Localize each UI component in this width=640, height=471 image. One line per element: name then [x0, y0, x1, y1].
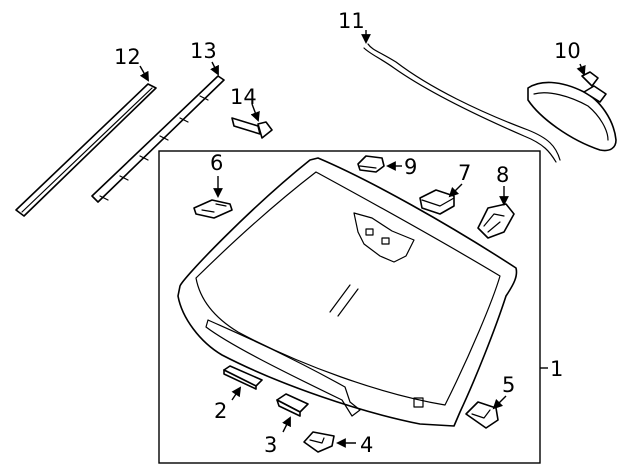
part-8-sensor-bracket — [477, 186, 515, 239]
assembly-frame — [158, 150, 541, 464]
part-9-cover — [357, 155, 402, 173]
part-2-sensor-pad — [223, 365, 263, 401]
callout-2: 2 — [214, 399, 227, 423]
callout-12: 12 — [114, 45, 141, 69]
part-12-side-molding — [15, 65, 157, 217]
callout-14: 14 — [230, 85, 257, 109]
callout-4: 4 — [360, 433, 373, 457]
part-13-molding-clips — [91, 61, 225, 203]
callout-3: 3 — [264, 433, 277, 457]
callout-5: 5 — [502, 373, 515, 397]
part-5-bracket — [465, 395, 507, 429]
part-11-upper-seal — [361, 30, 561, 163]
part-3-mirror-mount — [276, 393, 309, 433]
part-6-connector — [193, 176, 233, 219]
callout-9: 9 — [404, 155, 417, 179]
part-10-rear-view-mirror — [527, 63, 617, 152]
callout-1: 1 — [550, 357, 563, 381]
callout-7: 7 — [458, 161, 471, 185]
callout-11: 11 — [338, 9, 365, 33]
callout-8: 8 — [496, 163, 509, 187]
callout-13: 13 — [190, 39, 217, 63]
callout-6: 6 — [210, 151, 223, 175]
windshield-glass — [177, 157, 518, 427]
callout-10: 10 — [554, 39, 581, 63]
part-4-bracket — [303, 431, 356, 453]
part-7-sensor-housing — [419, 183, 463, 215]
part-14-clip — [231, 103, 273, 139]
